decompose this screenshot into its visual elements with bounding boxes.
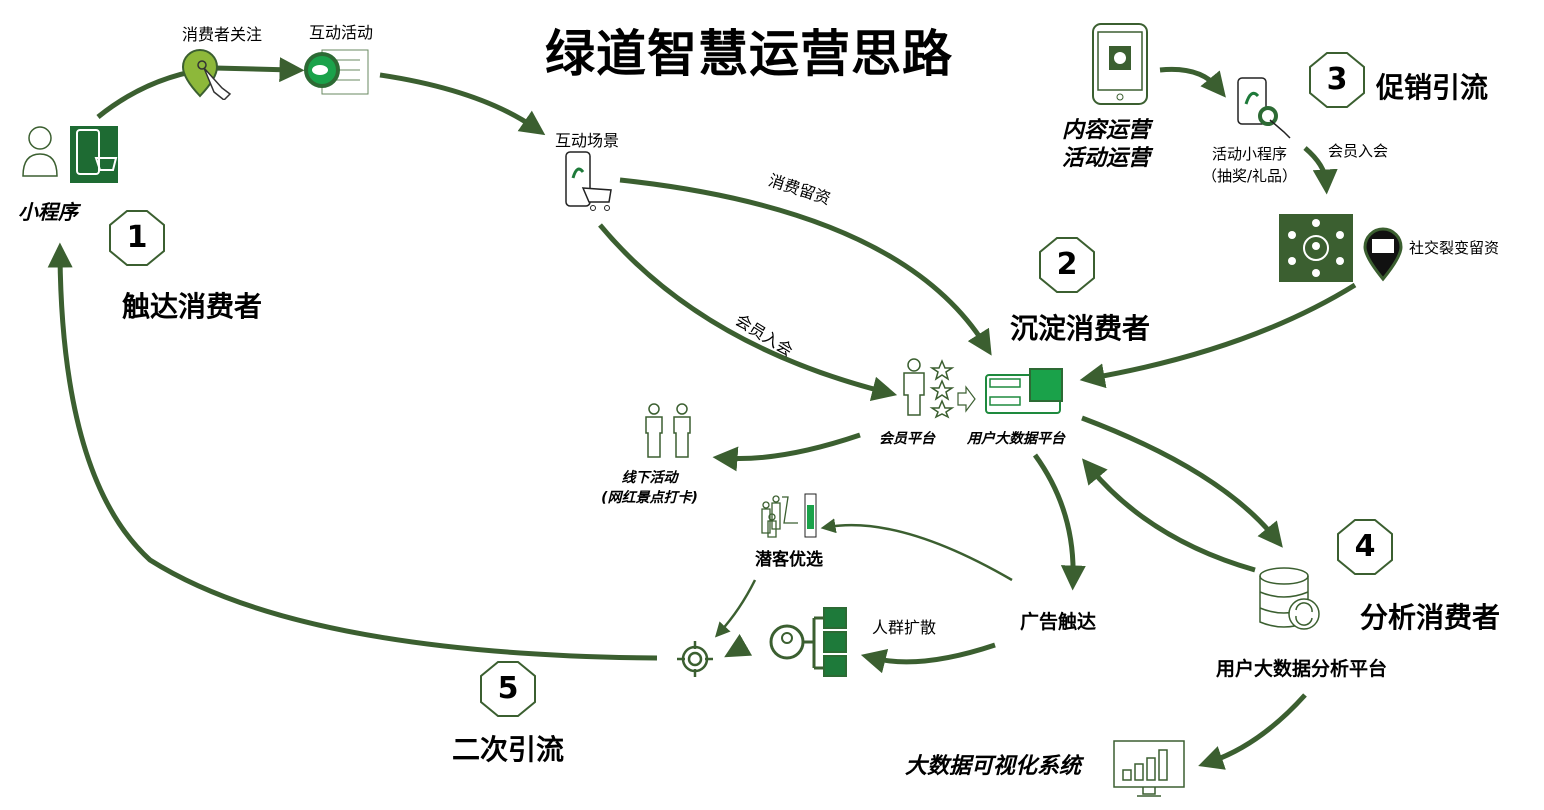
arrow-content-to-activity-mp — [1159, 66, 1226, 98]
arrow-activity-mp-to-social — [1303, 146, 1338, 195]
social-fission-label: 社交裂变留资 — [1409, 239, 1500, 257]
arrow-scene-to-bigdata — [619, 177, 992, 356]
chat-news-icon — [304, 49, 369, 95]
stage-4-label: 分析消费者 — [1360, 601, 1501, 634]
stage-4-badge: 4 — [1336, 518, 1394, 576]
bar-chart-monitor-icon — [1113, 740, 1185, 797]
arrow-ad-to-prospect — [820, 518, 1013, 582]
stage-1-badge: 1 — [108, 209, 166, 267]
database-sync-icon — [1259, 567, 1320, 630]
consumer-follow-label: 消费者关注 — [182, 25, 263, 44]
stage-2-badge: 2 — [1038, 236, 1096, 294]
arrow-activity-to-scene — [379, 72, 546, 136]
user-with-phone-icon — [22, 126, 118, 183]
arrow-analysis-to-bigdata — [1081, 458, 1256, 573]
edge-label-member-join-2: 会员入会 — [1328, 142, 1389, 160]
phone-cart-icon — [565, 151, 612, 211]
stage-3-label: 促销引流 — [1376, 71, 1489, 104]
target-icon — [677, 641, 713, 677]
arrow-ad-to-crowd — [860, 642, 996, 674]
stage-2-label: 沉淀消费者 — [1010, 312, 1151, 345]
activity-mp-line2: （抽奖/礼品） — [1202, 167, 1298, 185]
stage-5-label: 二次引流 — [452, 733, 565, 766]
arrow-scene-to-member — [598, 223, 898, 402]
arrow-prospect-to-target — [714, 579, 757, 638]
content-ops-label: 内容运营活动运营 — [1062, 117, 1150, 173]
member-platform-label: 会员平台 — [879, 431, 935, 447]
arrow-target-to-miniprogram — [47, 242, 658, 661]
mini-program-label: 小程序 — [18, 200, 78, 224]
content-ops-line2: 活动运营 — [1062, 146, 1151, 171]
member-bigdata-icon — [903, 358, 1063, 419]
phone-qr-icon — [1092, 23, 1148, 105]
arrow-bigdata-to-analysis — [1081, 415, 1283, 548]
page-title: 绿道智慧运营思路 — [545, 25, 953, 83]
stage-5-badge: 5 — [479, 660, 537, 718]
interactive-scene-label: 互动场景 — [555, 131, 620, 150]
user-bigdata-platform-label: 用户大数据平台 — [967, 431, 1065, 447]
offline-line1: 线下活动 — [621, 470, 678, 486]
interactive-activity-label: 互动活动 — [309, 23, 374, 42]
offline-line2: (网红景点打卡) — [601, 490, 698, 506]
crowd-expansion-label: 人群扩散 — [872, 618, 937, 637]
arrow-bigdata-to-ad — [1032, 453, 1086, 591]
prospect-selection-label: 潜客优选 — [755, 550, 823, 570]
activity-mini-program-label: 活动小程序 （抽奖/礼品） — [1202, 143, 1297, 187]
arrow-analysis-to-visualization — [1198, 693, 1307, 770]
crowd-expansion-icon — [769, 607, 847, 677]
stage-1-label: 触达消费者 — [122, 290, 263, 323]
offline-people-icon — [645, 403, 691, 458]
location-tap-icon — [181, 48, 232, 100]
offline-activity-label: 线下活动 (网红景点打卡) — [587, 468, 712, 508]
ad-reach-label: 广告触达 — [1020, 611, 1097, 633]
stage-3-badge: 3 — [1308, 51, 1366, 109]
phone-tap-icon — [1237, 77, 1291, 139]
visualization-label: 大数据可视化系统 — [905, 754, 1082, 779]
social-network-icon — [1279, 214, 1403, 282]
prospect-funnel-icon — [761, 493, 817, 538]
activity-mp-line1: 活动小程序 — [1212, 145, 1288, 163]
content-ops-line1: 内容运营 — [1062, 118, 1151, 143]
arrow-crowd-to-target — [724, 633, 753, 658]
arrow-social-to-bigdata — [1079, 282, 1357, 389]
analysis-platform-label: 用户大数据分析平台 — [1216, 658, 1388, 680]
arrow-member-to-offline — [712, 432, 861, 472]
